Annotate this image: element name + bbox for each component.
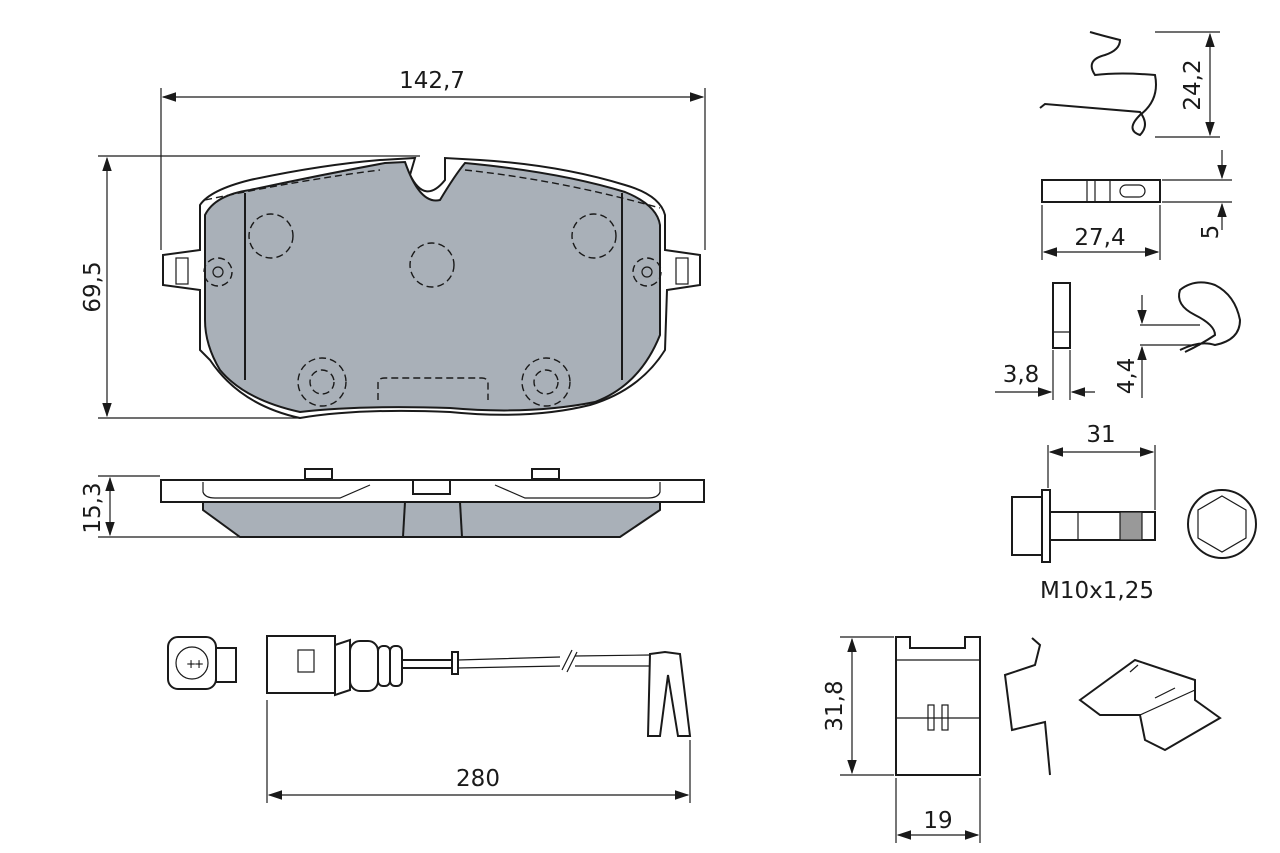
bracket-width-label: 19 bbox=[923, 808, 952, 834]
bolt-length-label: 31 bbox=[1086, 422, 1115, 448]
dimension-pad-width: 142,7 bbox=[160, 68, 706, 250]
pad-height-label: 69,5 bbox=[80, 261, 106, 312]
brake-pad-front-view bbox=[162, 156, 701, 420]
sensor-length-label: 280 bbox=[456, 766, 500, 792]
guide-bolt: 31 M10x1,25 bbox=[1011, 422, 1257, 604]
spring-width-label: 27,4 bbox=[1074, 225, 1125, 251]
pad-bracket: 31,8 19 bbox=[822, 636, 1222, 843]
bracket-height-label: 31,8 bbox=[822, 680, 848, 731]
svg-text:+: + bbox=[194, 657, 204, 671]
pad-thickness-label: 15,3 bbox=[80, 482, 106, 533]
shim-and-clip: 3,8 4,4 bbox=[995, 281, 1242, 400]
wear-sensor-cable: + + 280 bbox=[167, 635, 692, 803]
plate-thickness-label: 3,8 bbox=[1003, 362, 1040, 388]
anti-rattle-spring: 24,2 5 27,4 bbox=[1039, 31, 1232, 260]
svg-text:+: + bbox=[186, 657, 196, 671]
pad-width-label: 142,7 bbox=[399, 68, 465, 94]
bolt-thread-label: M10x1,25 bbox=[1040, 578, 1154, 604]
brake-pad-side-view: 15,3 bbox=[80, 468, 705, 538]
spring-thickness-label: 5 bbox=[1198, 225, 1224, 240]
clip-height-label: 4,4 bbox=[1114, 358, 1140, 395]
spring-height-label: 24,2 bbox=[1180, 59, 1206, 110]
dimension-pad-height: 69,5 bbox=[80, 155, 420, 419]
